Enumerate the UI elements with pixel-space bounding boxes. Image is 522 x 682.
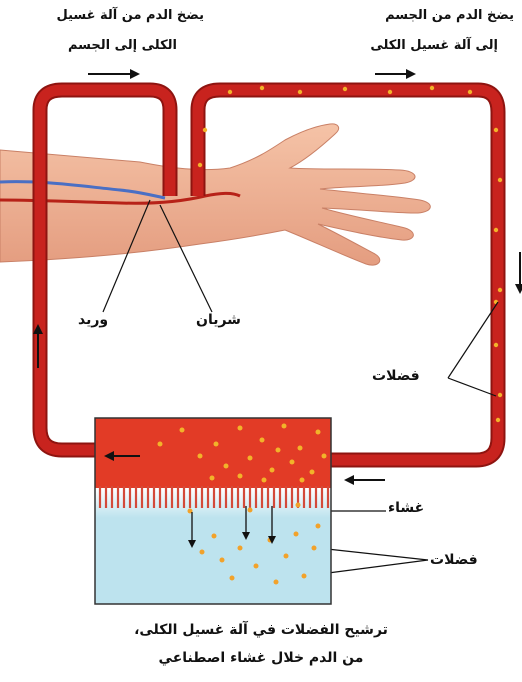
tubing — [40, 86, 502, 460]
caption-line1: ترشيح الفضلات في آلة غسيل الكلى، — [0, 622, 522, 638]
arrow-right-down — [515, 252, 522, 294]
label-to-body-line2: الكلى إلى الجسم — [68, 38, 177, 53]
arrow-right-top — [375, 69, 416, 79]
return-tube-outline — [40, 90, 170, 450]
label-membrane: غشاء — [388, 500, 424, 516]
label-waste-lower: فضلات — [430, 552, 478, 568]
label-artery: شريان — [196, 312, 241, 328]
return-tube — [40, 90, 170, 450]
label-waste-upper: فضلات — [372, 368, 420, 384]
caption-line2: من الدم خلال غشاء اصطناعي — [0, 650, 522, 666]
waste-pointer-b — [448, 378, 496, 396]
arrow-into-machine — [344, 475, 385, 485]
arm-and-hand — [0, 124, 430, 265]
label-to-machine-line1: يضخ الدم من الجسم — [385, 8, 514, 23]
waste-lower-pointer-a — [318, 548, 428, 560]
supply-tube-outline — [198, 90, 498, 460]
arrow-left-top — [88, 69, 140, 79]
label-vein: وريد — [78, 312, 108, 328]
dialysis-machine — [95, 418, 331, 604]
label-to-body-line1: يضخ الدم من آلة غسيل — [56, 8, 204, 23]
supply-tube — [198, 90, 498, 460]
label-to-machine-line2: إلى آلة غسيل الكلى — [370, 38, 498, 53]
